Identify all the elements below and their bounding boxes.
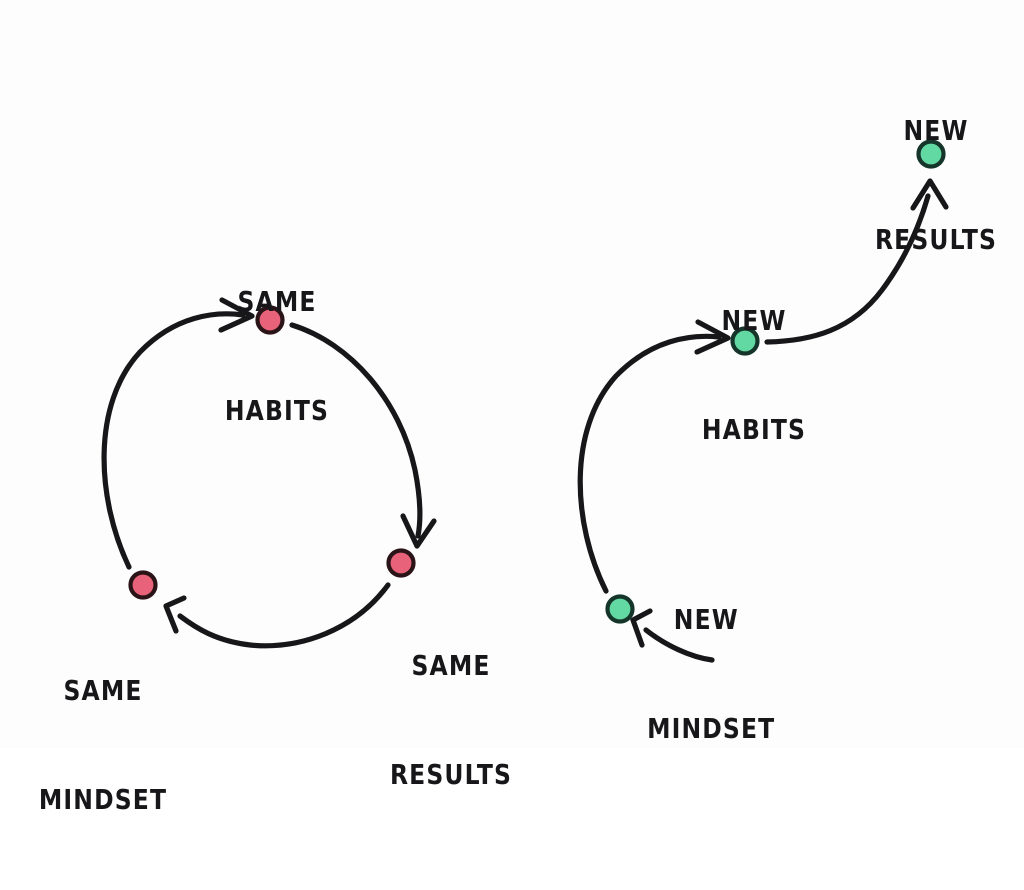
label-same-habits-line2: HABITS [224, 394, 330, 427]
edge-external-to-new-mindset [630, 608, 715, 663]
label-new-results: NEW RESULTS [875, 40, 997, 330]
label-new-results-line2: RESULTS [874, 223, 998, 256]
label-new-habits: NEW HABITS [702, 230, 806, 520]
edge-new-mindset-to-new-habits [577, 319, 731, 594]
label-same-results-line2: RESULTS [389, 758, 513, 791]
label-same-mindset: SAME MINDSET [39, 600, 167, 890]
label-same-results: SAME RESULTS [390, 575, 512, 865]
node-same-results-dot[interactable] [386, 548, 416, 578]
edge-same-habits-to-same-results [289, 322, 437, 549]
label-new-mindset-line2: MINDSET [647, 712, 776, 745]
edge-same-mindset-to-same-habits [101, 297, 255, 570]
label-new-habits-line2: HABITS [701, 413, 807, 446]
label-same-mindset-line1: SAME [63, 674, 143, 707]
label-new-mindset: NEW MINDSET [647, 529, 775, 819]
node-new-habits-dot[interactable] [730, 326, 760, 356]
label-new-results-line1: NEW [903, 114, 969, 147]
edge-same-results-to-same-mindset [163, 582, 391, 649]
node-same-mindset-dot[interactable] [128, 570, 158, 600]
node-new-mindset-dot[interactable] [605, 594, 635, 624]
left-cycle-group [101, 297, 437, 649]
right-path-group [577, 139, 949, 663]
diagram-vector-layer [101, 139, 949, 663]
label-new-habits-line1: NEW [721, 304, 787, 337]
label-new-mindset-line1: NEW [673, 603, 739, 636]
node-new-results-dot[interactable] [916, 139, 946, 169]
label-same-habits: SAME HABITS [225, 211, 329, 501]
diagram-canvas: SAME HABITS SAME RESULTS SAME MINDSET NE… [38, 40, 997, 816]
label-same-results-line1: SAME [411, 649, 491, 682]
edge-new-habits-to-new-results [764, 178, 949, 345]
label-same-habits-line1: SAME [237, 285, 317, 318]
node-same-habits-dot[interactable] [255, 305, 285, 335]
label-same-mindset-line2: MINDSET [38, 783, 168, 816]
